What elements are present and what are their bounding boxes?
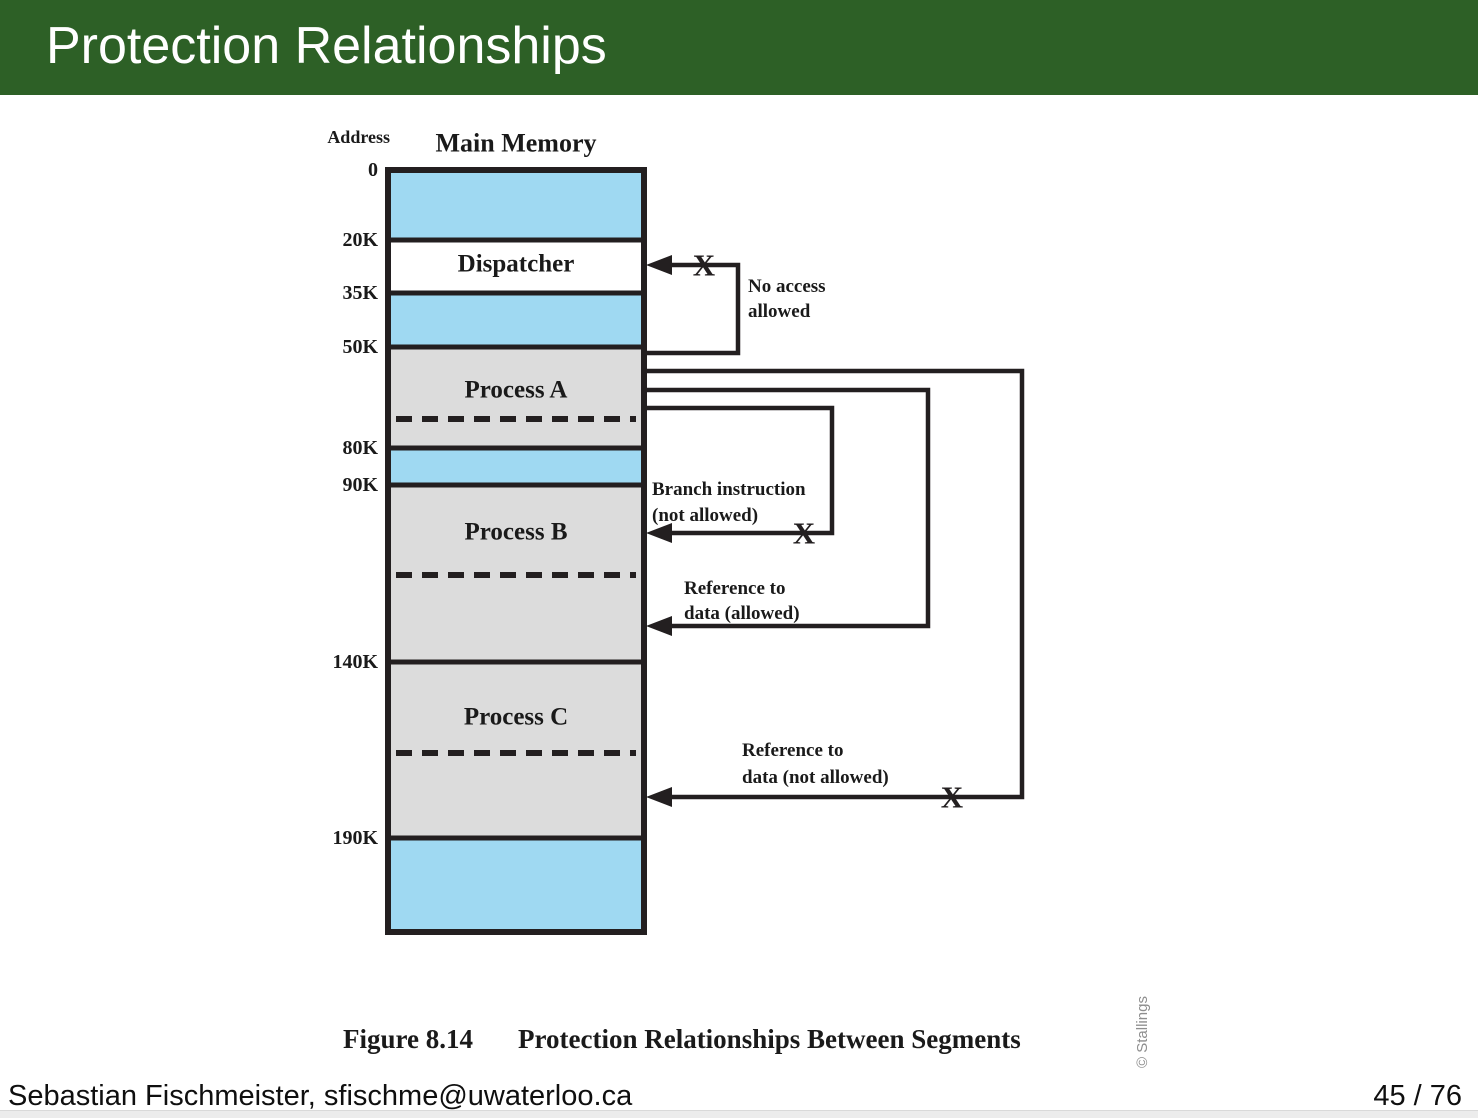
arrow-ref-data-allowed: Reference to data (allowed)	[644, 387, 931, 636]
address-50k: 50K	[342, 336, 378, 358]
footer-author: Sebastian Fischmeister, sfischme@uwaterl…	[8, 1080, 633, 1112]
address-0: 0	[368, 159, 378, 181]
no-access-label-line2: allowed	[748, 301, 811, 322]
main-memory-title: Main Memory	[435, 129, 596, 158]
memory-segment-blue-1	[388, 170, 644, 240]
ref-allowed-label-line1: Reference to	[684, 578, 785, 599]
dispatcher-label: Dispatcher	[458, 251, 575, 278]
ref-denied-label-line1: Reference to	[742, 740, 843, 761]
memory-protection-diagram: Address Main Memory Dispatcher	[327, 127, 1151, 1068]
arrow-ref-data-not-allowed: X Reference to data (not allowed)	[644, 368, 1025, 815]
branch-label-line1: Branch instruction	[652, 479, 806, 500]
arrowhead-icon	[646, 255, 672, 275]
arrow-branch-path	[644, 405, 835, 536]
footer-page-indicator: 45 / 76	[1373, 1080, 1462, 1112]
memory-segment-blue-2	[388, 293, 644, 347]
memory-segment-dispatcher	[388, 240, 644, 293]
arrowhead-icon	[646, 787, 672, 807]
arrow-no-access: X No access allowed	[644, 248, 826, 356]
branch-label-line2: (not allowed)	[652, 505, 758, 526]
copyright-credit: © Stallings	[1134, 996, 1151, 1068]
address-column-title: Address	[327, 127, 390, 147]
memory-segment-blue-4	[388, 838, 644, 932]
bottom-strip	[0, 1110, 1478, 1118]
arrowhead-icon	[646, 523, 672, 543]
arrowhead-icon	[646, 616, 672, 636]
ref-allowed-label-line2: data (allowed)	[684, 603, 800, 624]
memory-outline	[385, 167, 647, 935]
process-a-label: Process A	[465, 377, 568, 404]
address-190k: 190K	[332, 827, 378, 849]
slide-title: Protection Relationships	[46, 16, 607, 75]
x-mark-icon: X	[941, 780, 964, 815]
memory-column	[385, 167, 647, 935]
x-mark-icon: X	[793, 516, 816, 551]
no-access-label-line1: No access	[748, 276, 826, 297]
slide-footer: Sebastian Fischmeister, sfischme@uwaterl…	[8, 1080, 1462, 1113]
slide-header: Protection Relationships	[0, 0, 1478, 95]
address-140k: 140K	[332, 651, 378, 673]
arrow-branch-not-allowed: X Branch instruction (not allowed)	[644, 405, 835, 551]
arrow-no-access-path	[644, 262, 741, 356]
memory-segment-process-a	[388, 347, 644, 448]
arrow-ref-denied-path	[644, 368, 1025, 800]
figure-caption-number: Figure 8.14	[343, 1024, 473, 1054]
arrow-ref-allowed-path	[644, 387, 931, 629]
ref-denied-label-line2: data (not allowed)	[742, 767, 889, 788]
address-90k: 90K	[342, 474, 378, 496]
figure-caption-title: Protection Relationships Between Segment…	[518, 1024, 1021, 1054]
address-80k: 80K	[342, 437, 378, 459]
process-c-label: Process C	[464, 704, 568, 731]
address-20k: 20K	[342, 229, 378, 251]
process-b-label: Process B	[465, 519, 568, 546]
memory-segment-blue-3	[388, 448, 644, 485]
x-mark-icon: X	[693, 248, 716, 283]
address-35k: 35K	[342, 282, 378, 304]
